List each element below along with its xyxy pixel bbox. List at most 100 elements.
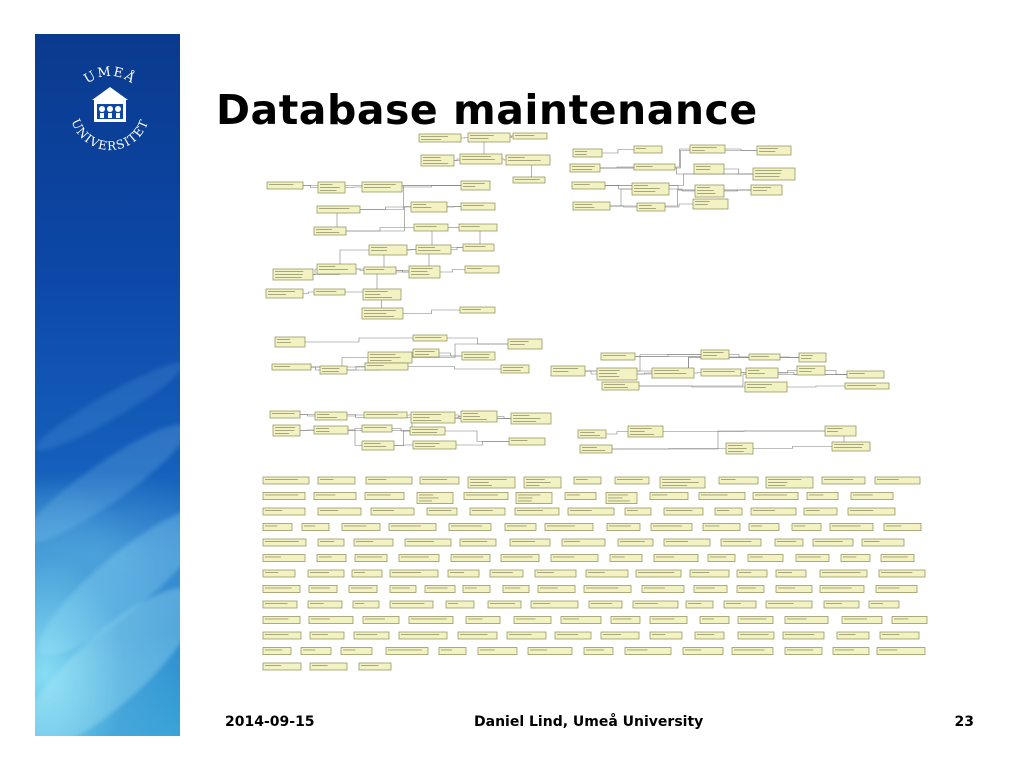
relationship-line: [573, 189, 782, 207]
table-box: [309, 631, 345, 640]
table-box: [583, 647, 614, 655]
table-box: [362, 616, 400, 624]
table-box: [600, 352, 636, 361]
relationship-line: [303, 185, 318, 188]
table-box: [368, 244, 408, 256]
relationship-line: [348, 429, 362, 446]
table-box: [308, 585, 338, 593]
table-box: [635, 569, 682, 578]
table-box: [353, 631, 390, 640]
table-box: [850, 492, 894, 500]
table-box: [462, 243, 495, 252]
table-box: [617, 538, 654, 547]
table-box: [364, 362, 409, 371]
relationship-line: [305, 337, 413, 343]
relationship-line: [360, 206, 411, 210]
table-box: [883, 523, 922, 531]
table-box: [649, 492, 689, 500]
table-box: [262, 554, 306, 562]
table-box: [653, 554, 699, 562]
table-box: [410, 411, 456, 424]
relationship-line: [303, 291, 314, 294]
table-box: [412, 334, 448, 342]
relationship-line: [408, 366, 501, 370]
table-box: [836, 631, 870, 640]
table-box: [572, 201, 611, 211]
table-box: [819, 585, 865, 593]
table-box: [846, 370, 885, 379]
table-box: [361, 440, 395, 451]
table-box: [507, 338, 543, 350]
relationship-line: [345, 186, 362, 188]
table-box: [450, 554, 491, 562]
table-box: [844, 382, 890, 390]
table-box: [756, 145, 792, 156]
table-box: [272, 268, 314, 281]
slide-title: Database maintenance: [216, 86, 758, 134]
table-box: [530, 600, 579, 609]
table-box: [459, 538, 497, 547]
table-box: [736, 585, 765, 593]
relationship-line: [605, 185, 751, 191]
relationship-line: [346, 227, 414, 232]
footer-date: 2014-09-15: [225, 714, 315, 730]
table-box: [600, 631, 640, 640]
table-box: [832, 647, 870, 655]
table-box: [351, 569, 383, 578]
relationship-line: [347, 366, 365, 371]
table-box: [313, 288, 346, 296]
table-box: [465, 616, 501, 624]
table-box: [550, 365, 586, 377]
relationship-line: [314, 271, 440, 293]
relationship-line: [825, 370, 847, 375]
table-box: [725, 442, 754, 455]
table-box: [736, 569, 768, 578]
table-box: [448, 523, 492, 531]
table-box: [577, 429, 607, 439]
relationship-line: [778, 370, 797, 374]
table-box: [765, 476, 814, 489]
table-box: [631, 182, 670, 196]
table-box: [509, 538, 551, 547]
database-schema-diagram: [262, 132, 928, 671]
table-box: [398, 554, 440, 562]
table-box: [560, 616, 602, 624]
table-box: [847, 507, 896, 516]
table-box: [459, 306, 496, 314]
table-box: [878, 569, 926, 578]
table-box: [316, 263, 357, 275]
table-box: [523, 476, 562, 489]
table-box: [363, 411, 408, 419]
relationship-line: [313, 268, 317, 275]
table-box: [409, 426, 446, 436]
table-box: [445, 600, 475, 609]
table-box: [693, 163, 725, 175]
table-box: [462, 585, 491, 593]
table-box: [500, 554, 540, 562]
relationship-line: [694, 372, 701, 374]
table-box: [341, 523, 381, 531]
table-box: [362, 288, 402, 301]
table-box: [737, 631, 775, 640]
table-box: [262, 507, 306, 516]
relationship-line: [502, 158, 506, 161]
table-box: [457, 631, 498, 640]
table-box: [502, 585, 530, 593]
table-box: [412, 440, 457, 450]
table-box: [271, 363, 312, 371]
table-box: [274, 336, 306, 348]
table-box: [791, 523, 822, 531]
table-box: [319, 365, 348, 375]
table-box: [262, 585, 301, 593]
table-box: [265, 288, 304, 299]
table-box: [352, 600, 380, 609]
table-box: [262, 523, 293, 531]
table-box: [821, 476, 866, 485]
table-box: [370, 507, 415, 516]
table-box: [659, 476, 706, 489]
table-box: [795, 554, 830, 562]
table-box: [699, 616, 730, 624]
table-box: [880, 554, 915, 562]
table-box: [663, 538, 711, 547]
